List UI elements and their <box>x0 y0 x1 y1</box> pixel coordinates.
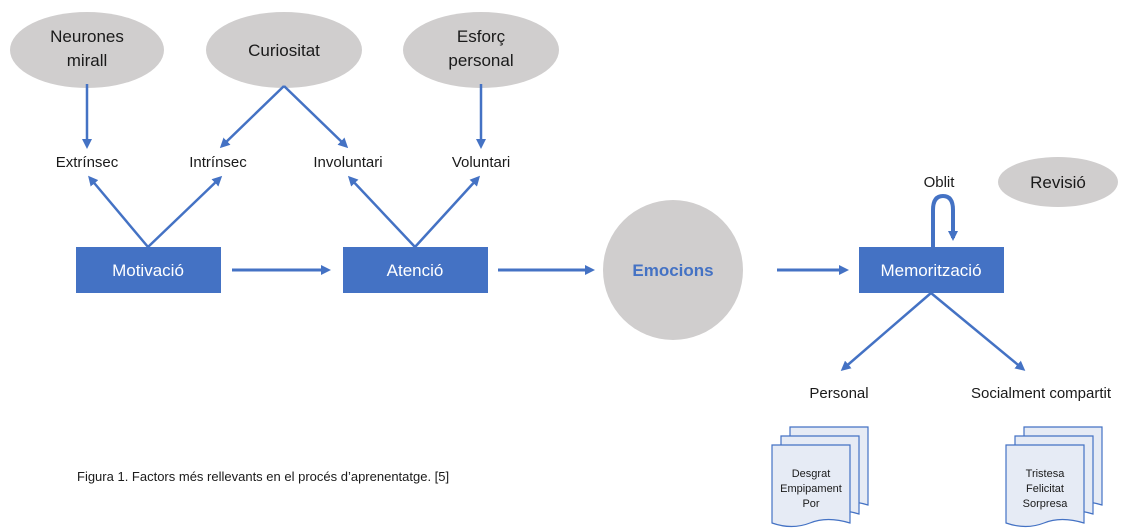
esforc-label-line1: Esforç <box>457 27 506 46</box>
arrow-curiositat-to-intrinsec <box>219 85 285 149</box>
esforc-personal-ellipse <box>403 12 559 88</box>
socialment-compartit-label: Socialment compartit <box>971 385 1112 402</box>
neurones-label-line1: Neurones <box>50 27 124 46</box>
arrow-memoritzacio-to-personal <box>840 292 932 371</box>
social-emotion-2: Felicitat <box>1026 483 1064 495</box>
intrinsec-label: Intrínsec <box>189 154 247 171</box>
oblit-label: Oblit <box>924 174 956 191</box>
memoritzacio-node: Memorització <box>859 247 1004 293</box>
process-up-arrows <box>88 175 481 248</box>
revisio-ellipse <box>998 157 1118 207</box>
memoritzacio-box <box>859 247 1004 293</box>
arrow-motivacio-to-extrinsec <box>88 175 149 248</box>
personal-emotion-3: Por <box>802 498 819 510</box>
motivacio-node: Motivació <box>76 247 221 293</box>
esforc-personal-node: Esforç personal <box>403 12 559 88</box>
voluntari-label: Voluntari <box>452 154 510 171</box>
arrow-atencio-to-voluntari <box>414 175 481 248</box>
motivacio-box <box>76 247 221 293</box>
neurones-mirall-node: Neurones mirall <box>10 12 164 88</box>
personal-emotions-documents: Desgrat Empipament Por <box>771 426 869 528</box>
personal-emotion-1: Desgrat <box>792 468 831 480</box>
involuntari-label: Involuntari <box>313 154 382 171</box>
motivacio-label: Motivació <box>112 261 184 280</box>
arrow-motivacio-to-intrinsec <box>147 175 223 248</box>
emocions-circle <box>603 200 743 340</box>
arrow-curiositat-to-involuntari <box>283 85 349 149</box>
influence-arrows <box>82 84 486 149</box>
curiositat-node: Curiositat <box>206 12 362 88</box>
atencio-label: Atenció <box>387 261 444 280</box>
arrow-memoritzacio-to-social <box>930 292 1026 371</box>
atencio-box <box>343 247 488 293</box>
revisio-label: Revisió <box>1030 173 1086 192</box>
neurones-mirall-ellipse <box>10 12 164 88</box>
extrinsec-label: Extrínsec <box>56 154 119 171</box>
personal-emotion-2: Empipament <box>780 483 842 495</box>
memoritzacio-branch-arrows <box>840 292 1026 371</box>
atencio-node: Atenció <box>343 247 488 293</box>
emocions-node: Emocions <box>603 200 743 340</box>
neurones-label-line2: mirall <box>67 51 108 70</box>
emocions-label: Emocions <box>632 261 713 280</box>
memoritzacio-label: Memorització <box>880 261 981 280</box>
revisio-node: Revisió <box>998 157 1118 207</box>
esforc-label-line2: personal <box>448 51 513 70</box>
social-document-front <box>1005 444 1085 528</box>
personal-document-front <box>771 444 851 528</box>
social-emotion-3: Sorpresa <box>1023 498 1069 510</box>
arrow-atencio-to-involuntari <box>347 175 416 248</box>
figure-caption: Figura 1. Factors més rellevants en el p… <box>77 469 449 484</box>
oblit-loop-arrow <box>931 193 958 247</box>
curiositat-ellipse <box>206 12 362 88</box>
curiositat-label: Curiositat <box>248 41 320 60</box>
social-emotion-1: Tristesa <box>1026 468 1066 480</box>
personal-label: Personal <box>809 385 868 402</box>
social-emotions-documents: Tristesa Felicitat Sorpresa <box>1005 426 1103 528</box>
